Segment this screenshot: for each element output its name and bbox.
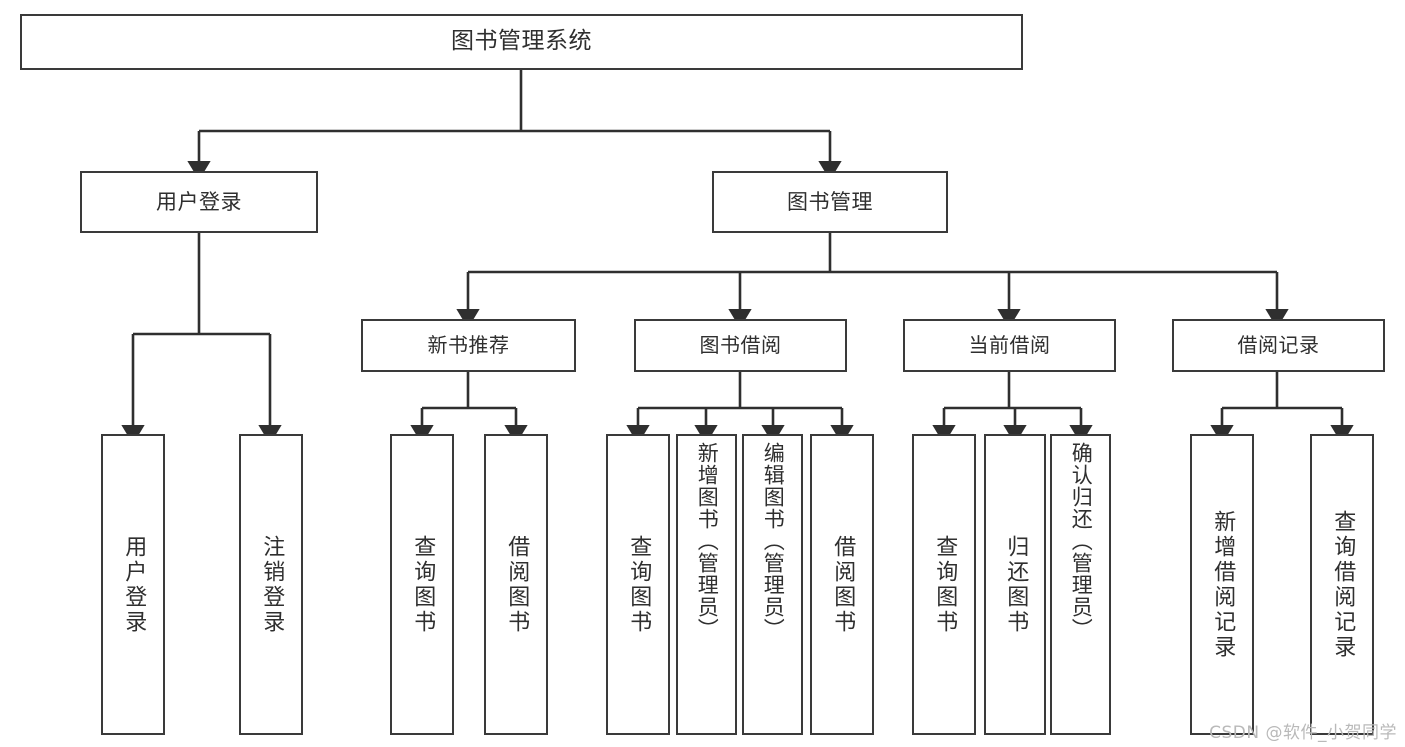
- node-label: 用户登录: [156, 189, 242, 214]
- node-current-borrow[interactable]: 当前借阅: [903, 319, 1116, 372]
- node-label: 新增图书（管理员）: [695, 442, 720, 640]
- leaf-user-login[interactable]: 用户登录: [101, 434, 165, 735]
- node-book-management[interactable]: 图书管理: [712, 171, 948, 233]
- leaf-confirm-return-admin[interactable]: 确认归还（管理员）: [1050, 434, 1111, 735]
- node-label: 借阅图书: [504, 534, 530, 635]
- node-root-book-management-system[interactable]: 图书管理系统: [20, 14, 1023, 70]
- node-label: 查询图书: [410, 534, 436, 635]
- leaf-return-book[interactable]: 归还图书: [984, 434, 1046, 735]
- leaf-edit-book-admin[interactable]: 编辑图书（管理员）: [742, 434, 803, 735]
- node-label: 注销登录: [259, 534, 285, 635]
- node-label: 借阅图书: [830, 534, 856, 635]
- node-label: 图书管理: [787, 189, 873, 214]
- leaf-logout[interactable]: 注销登录: [239, 434, 303, 735]
- leaf-query-book-borrow[interactable]: 查询图书: [606, 434, 670, 735]
- leaf-query-book-recommend[interactable]: 查询图书: [390, 434, 454, 735]
- node-label: 新书推荐: [427, 332, 510, 357]
- node-label: 用户登录: [121, 534, 147, 635]
- node-label: 当前借阅: [968, 332, 1051, 357]
- node-label: 确认归还（管理员）: [1069, 442, 1094, 640]
- node-label: 查询借阅记录: [1330, 509, 1356, 660]
- leaf-borrow-book[interactable]: 借阅图书: [810, 434, 874, 735]
- node-label: 新增借阅记录: [1210, 509, 1236, 660]
- node-label: 编辑图书（管理员）: [761, 442, 786, 640]
- node-book-borrow[interactable]: 图书借阅: [634, 319, 847, 372]
- node-new-book-recommend[interactable]: 新书推荐: [361, 319, 576, 372]
- node-borrow-record[interactable]: 借阅记录: [1172, 319, 1385, 372]
- node-label: 查询图书: [932, 534, 958, 635]
- leaf-borrow-book-recommend[interactable]: 借阅图书: [484, 434, 548, 735]
- leaf-add-book-admin[interactable]: 新增图书（管理员）: [676, 434, 737, 735]
- watermark-text: CSDN @软件_小贺同学: [1209, 723, 1397, 743]
- node-label: 图书管理系统: [451, 28, 592, 55]
- leaf-query-borrow-record[interactable]: 查询借阅记录: [1310, 434, 1374, 735]
- node-label: 图书借阅: [699, 332, 782, 357]
- leaf-add-borrow-record[interactable]: 新增借阅记录: [1190, 434, 1254, 735]
- node-user-login[interactable]: 用户登录: [80, 171, 318, 233]
- node-label: 查询图书: [626, 534, 652, 635]
- node-label: 归还图书: [1003, 534, 1029, 635]
- leaf-query-book-current[interactable]: 查询图书: [912, 434, 976, 735]
- node-label: 借阅记录: [1237, 332, 1320, 357]
